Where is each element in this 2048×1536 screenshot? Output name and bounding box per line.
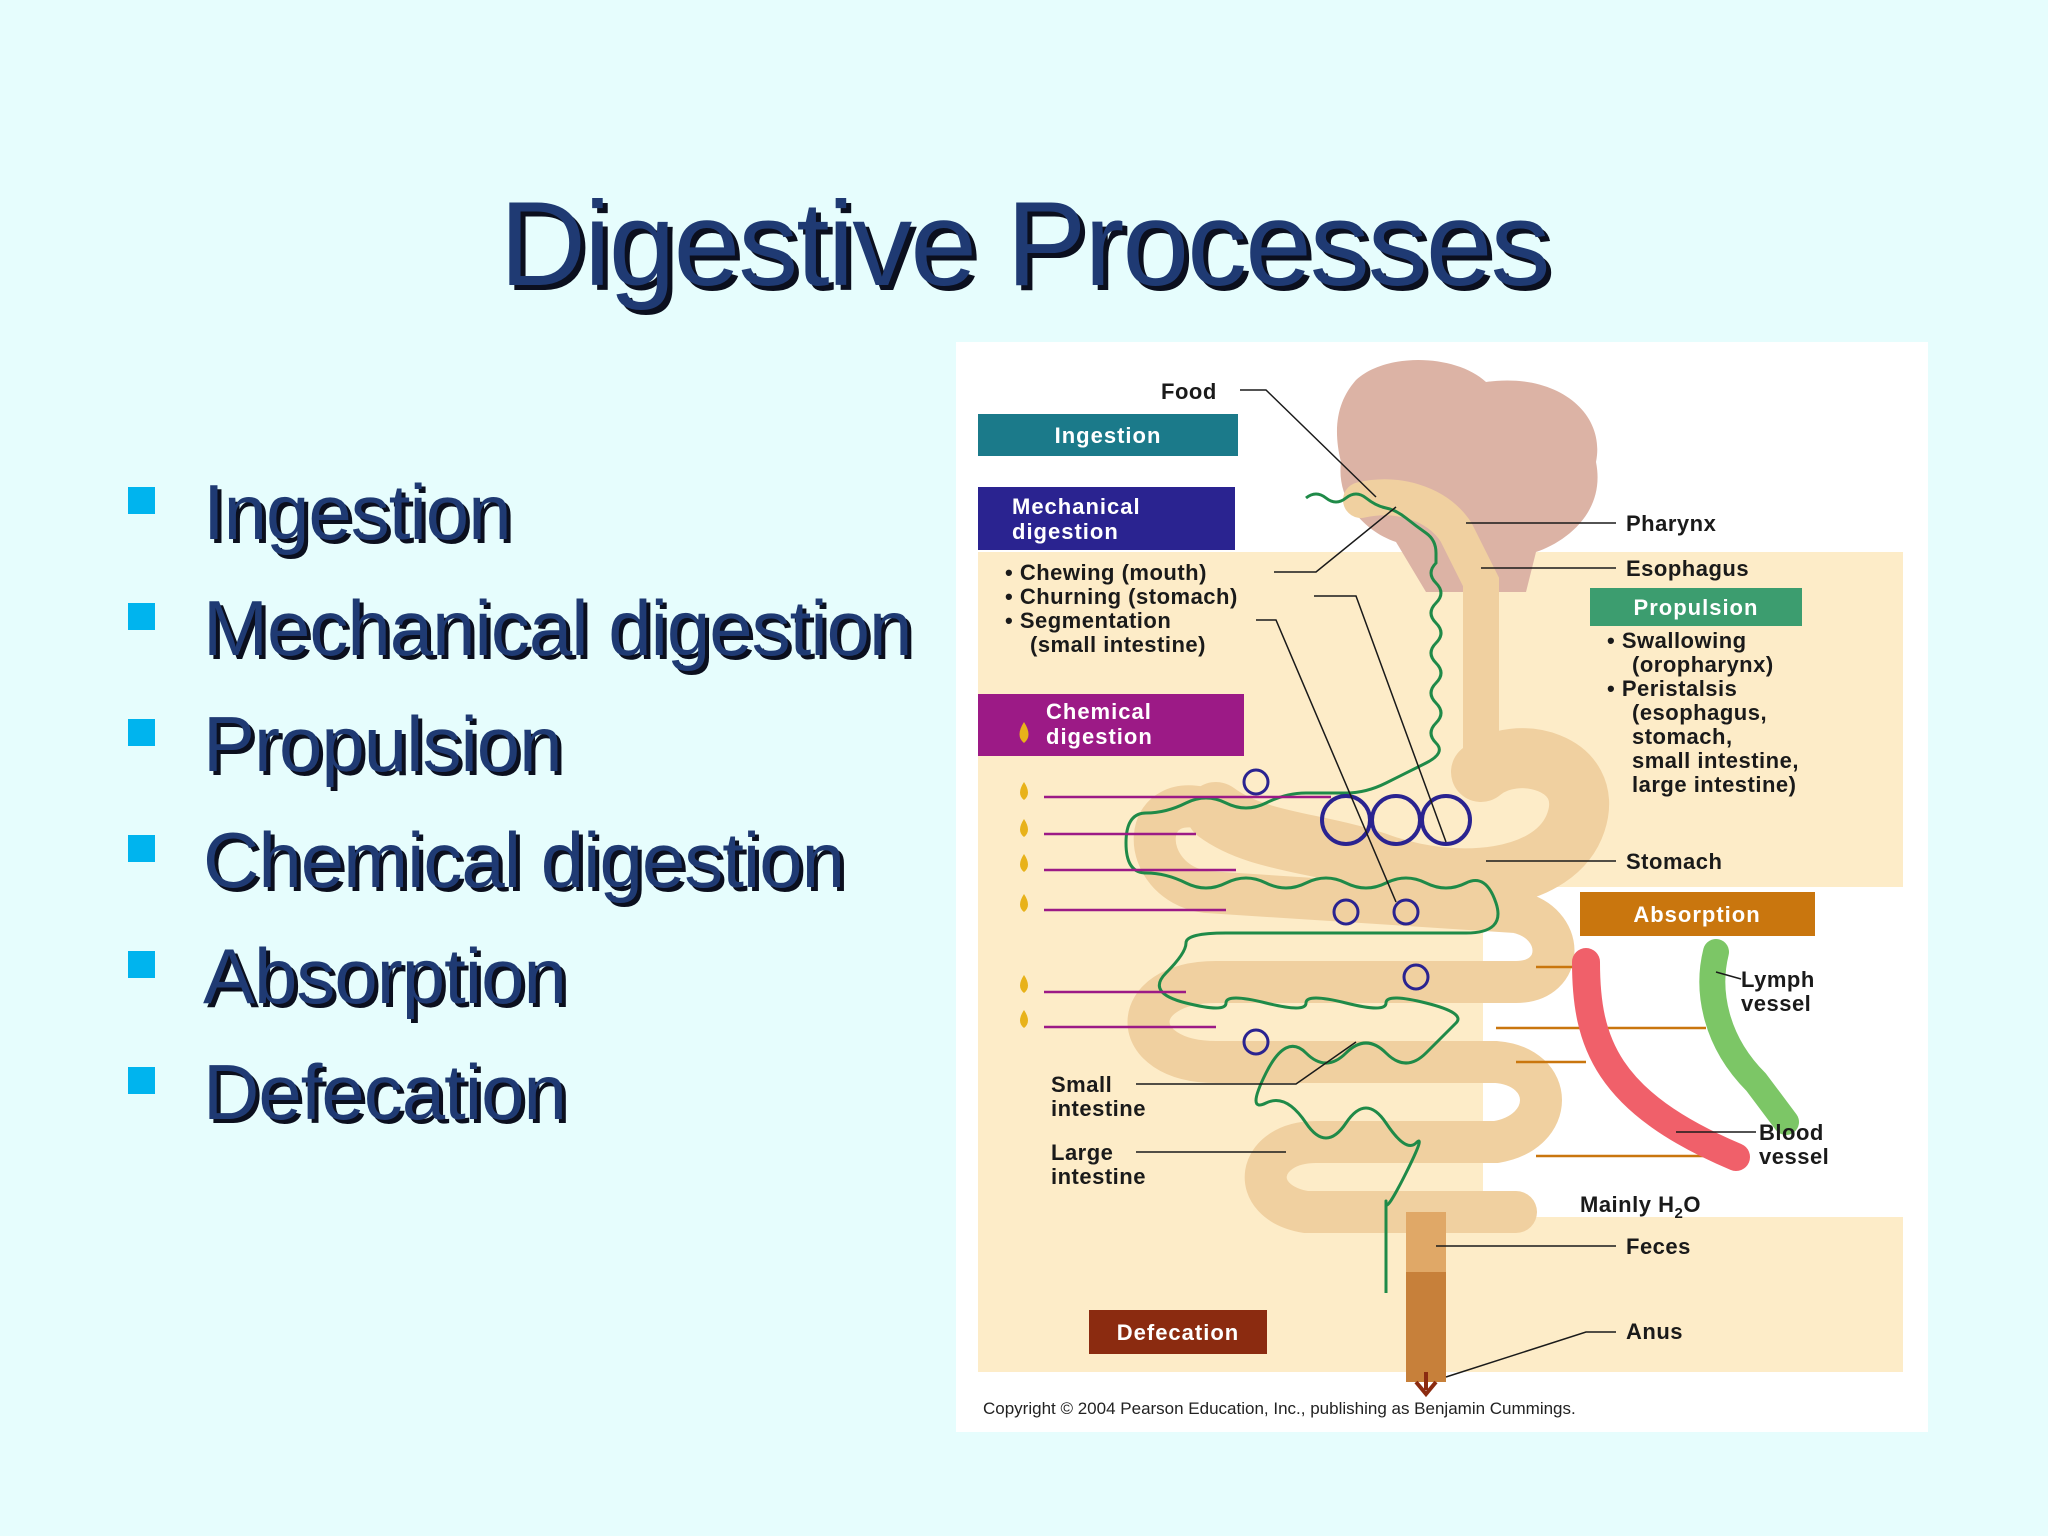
leader-line xyxy=(1274,506,1397,573)
enzyme-drop-icon xyxy=(1020,894,1028,912)
lymph-vessel-label: vessel xyxy=(1741,991,1811,1016)
bullet-label: Mechanical digestion xyxy=(203,584,912,672)
bullet-label: Chemical digestion xyxy=(203,816,845,904)
digestive-diagram-svg: Ingestion Mechanical digestion Chemical … xyxy=(978,359,1903,1418)
bullet-square-icon xyxy=(128,835,155,862)
absorption-box-label: Absorption xyxy=(1633,902,1760,927)
pharynx-label: Pharynx xyxy=(1626,511,1717,536)
ingestion-box-label: Ingestion xyxy=(1055,423,1162,448)
propulsion-list-item: large intestine) xyxy=(1632,772,1796,797)
bullet-square-icon xyxy=(128,951,155,978)
propulsion-box xyxy=(1590,588,1802,626)
mechanical-list-item: • Chewing (mouth) xyxy=(1005,560,1207,585)
enzyme-drop-icon xyxy=(1020,854,1028,872)
propulsion-list-item: stomach, xyxy=(1632,724,1733,749)
leader-line xyxy=(1445,1331,1616,1378)
esophagus-shape xyxy=(1343,479,1499,790)
mechanical-digestion-box xyxy=(978,487,1235,550)
bullet-square-icon xyxy=(128,487,155,514)
defecation-box-label: Defecation xyxy=(1117,1320,1239,1345)
bullet-square-icon xyxy=(128,719,155,746)
defecation-box xyxy=(1089,1310,1267,1354)
propulsion-list-item: • Swallowing xyxy=(1607,628,1747,653)
leader-lines xyxy=(1136,389,1756,1378)
churning-arrow-icon xyxy=(1420,794,1472,846)
blood-vessel-label: vessel xyxy=(1759,1144,1829,1169)
leader-line xyxy=(1314,595,1447,843)
mainly-h2o-end: O xyxy=(1683,1192,1701,1217)
large-intestine-label: Large xyxy=(1051,1140,1113,1165)
digestive-diagram: Ingestion Mechanical digestion Chemical … xyxy=(956,342,1928,1432)
bullet-square-icon xyxy=(128,603,155,630)
enzyme-arrows xyxy=(1044,795,1331,1029)
blood-vessel-label: Blood xyxy=(1759,1120,1824,1145)
food-label: Food xyxy=(1161,379,1217,404)
defecation-arrow-icon xyxy=(1414,1372,1438,1398)
lymph-vessel-label: Lymph xyxy=(1741,967,1815,992)
segmentation-arrow-icon xyxy=(1242,1028,1270,1056)
enzyme-drops xyxy=(1020,782,1028,1028)
bullet-label: Ingestion xyxy=(203,468,512,556)
mainly-h2o-label: Mainly H2O xyxy=(1580,1192,1701,1222)
propulsion-list-item: • Peristalsis xyxy=(1607,676,1737,701)
lumen-wave xyxy=(1124,492,1500,1293)
propulsion-list-item: (esophagus, xyxy=(1632,700,1767,725)
stomach-shape xyxy=(1186,728,1609,909)
bullet-label: Propulsion xyxy=(203,700,563,788)
copyright-text: Copyright © 2004 Pearson Education, Inc.… xyxy=(983,1399,1576,1418)
stomach-label: Stomach xyxy=(1626,849,1722,874)
propulsion-box-label: Propulsion xyxy=(1634,595,1759,620)
lymph-vessel-shape xyxy=(1699,939,1799,1135)
segmentation-arrow-icon xyxy=(1332,898,1360,926)
chemical-box-label: Chemical xyxy=(1046,699,1152,724)
segmentation-arrow-icon xyxy=(1402,963,1430,991)
mechanical-list-item: • Segmentation xyxy=(1005,608,1171,633)
esophagus-label: Esophagus xyxy=(1626,556,1749,581)
mechanical-box-label: Mechanical xyxy=(1012,494,1141,519)
propulsion-list-item: small intestine, xyxy=(1632,748,1799,773)
chemical-box-label: digestion xyxy=(1046,724,1153,749)
large-intestine-label: intestine xyxy=(1051,1164,1146,1189)
bullet-label: Absorption xyxy=(203,932,567,1020)
slide-title: Digestive Processes xyxy=(499,177,1550,311)
enzyme-drop-icon xyxy=(1020,975,1028,993)
ingestion-box xyxy=(978,414,1238,456)
mainly-h2o-subscript: 2 xyxy=(1674,1205,1683,1222)
segmentation-arrow-icon xyxy=(1242,768,1270,796)
bullet-label: Defecation xyxy=(203,1048,567,1136)
small-intestine-label: intestine xyxy=(1051,1096,1146,1121)
leader-line xyxy=(1240,389,1377,498)
absorption-box xyxy=(1580,892,1815,936)
segmentation-arrow-icon xyxy=(1392,898,1420,926)
blood-vessel-shape xyxy=(1572,948,1750,1171)
mechanical-box-label: digestion xyxy=(1012,519,1119,544)
small-intestine-label: Small xyxy=(1051,1072,1112,1097)
bullet-square-icon xyxy=(128,1067,155,1094)
mainly-h2o-text: Mainly H xyxy=(1580,1192,1674,1217)
enzyme-drop-icon xyxy=(1020,782,1028,800)
anus-label: Anus xyxy=(1626,1319,1683,1344)
mechanical-list-item: • Churning (stomach) xyxy=(1005,584,1238,609)
mechanical-list-item: (small intestine) xyxy=(1030,632,1206,657)
enzyme-drop-icon xyxy=(1020,819,1028,837)
propulsion-list-item: (oropharynx) xyxy=(1632,652,1774,677)
enzyme-drop-icon xyxy=(1019,722,1029,743)
leader-line xyxy=(1715,971,1742,980)
feces-label: Feces xyxy=(1626,1234,1691,1259)
head-silhouette xyxy=(1336,359,1598,592)
enzyme-drop-icon xyxy=(1020,1010,1028,1028)
leader-line xyxy=(1136,1041,1357,1085)
leader-line xyxy=(1256,619,1397,903)
